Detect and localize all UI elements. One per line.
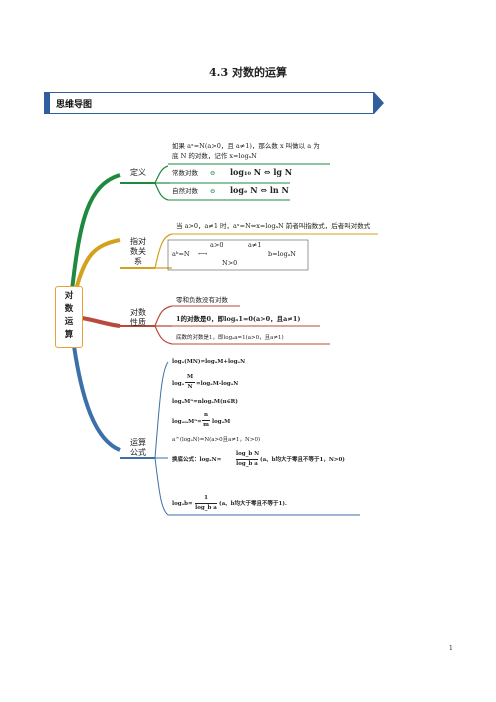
node-exp-relation: 指对 数关 系 — [130, 237, 146, 266]
formula-2-right: =logₐM-logₐN — [196, 381, 239, 387]
node-definition: 定义 — [130, 168, 146, 177]
common-log-formula: log₁₀ N ⇔ lg N — [230, 167, 293, 177]
formula-2-den: N — [187, 384, 193, 390]
formula-6-left: 换底公式：logₐN= — [172, 457, 222, 463]
formula-4-left: logₐₘMⁿ= — [172, 419, 202, 425]
banner-arrow-icon — [374, 92, 384, 114]
definition-line2: 底 N 的对数，记作 x=logₐN — [172, 152, 257, 160]
branch-definition — [70, 173, 121, 291]
mind-map-banner: 思维导图 — [44, 92, 374, 114]
branch-relation — [74, 238, 121, 291]
common-log-label: 常数对数 — [172, 169, 198, 177]
formula-2-left: logₐ — [172, 381, 185, 387]
collapse-icon: ⊖ — [210, 169, 216, 177]
natural-log-formula: logₑ N ⇔ ln N — [230, 185, 289, 195]
branch-properties — [81, 316, 121, 328]
property-1: 零和负数没有对数 — [176, 296, 228, 304]
page-number: 1 — [449, 645, 453, 652]
formula-6-den: log_b a — [236, 461, 258, 467]
relation-line1: 当 a>0，a≠1 时，aˣ=N⇔x=logₐN 前者叫指数式，后者叫对数式 — [176, 222, 371, 230]
definition-line1: 如果 aˣ=N(a>0，且 a≠1)，那么数 x 叫做以 a 为 — [172, 142, 320, 150]
root-node: 对 数 运 算 — [55, 286, 83, 348]
relation-cond3: N>0 — [222, 259, 238, 267]
formula-4-right: logₐM — [212, 419, 231, 425]
formula-1: logₐ(MN)=logₐM+logₐN — [172, 359, 246, 365]
formula-6-num: log_b N — [236, 450, 259, 460]
formula-7-right: (a、b均大于零且不等于1). — [219, 501, 287, 507]
formula-4-num: n — [202, 411, 210, 421]
property-3: 底数的对数是1，即logₐa=1(a>0，且a≠1) — [176, 335, 284, 341]
formula-3: logₐMⁿ=nlogₐM(n∈R) — [172, 399, 238, 405]
formula-4-den: m — [203, 422, 209, 428]
natural-log-label: 自然对数 — [172, 187, 198, 195]
page-title: 4.3 对数的运算 — [209, 66, 287, 79]
double-arrow-icon: ⟷ — [198, 250, 208, 258]
formula-7-den: log_b a — [195, 505, 217, 511]
banner-label: 思维导图 — [56, 100, 93, 110]
relation-cond2: a≠1 — [248, 241, 262, 249]
formula-7-num: 1 — [195, 494, 217, 504]
collapse-icon: ⊖ — [210, 187, 216, 195]
formula-2-num: M — [185, 373, 195, 383]
branch-formulas — [72, 345, 121, 452]
node-properties: 对数 性质 — [130, 308, 146, 327]
formula-6-right: (a、b均大于零且不等于1，N>0) — [260, 457, 345, 463]
relation-left: aᵇ=N — [172, 250, 190, 258]
formula-7-left: logₐb= — [172, 501, 193, 507]
property-2: 1的对数是0，即logₐ1=0(a>0，且a≠1) — [176, 315, 301, 323]
formula-5: a^(logₐN)=N(a>0且a≠1，N>0) — [172, 437, 261, 443]
relation-right: b=logₐN — [268, 250, 296, 258]
node-formulas: 运算 公式 — [130, 438, 146, 457]
relation-cond1: a>0 — [210, 241, 224, 249]
